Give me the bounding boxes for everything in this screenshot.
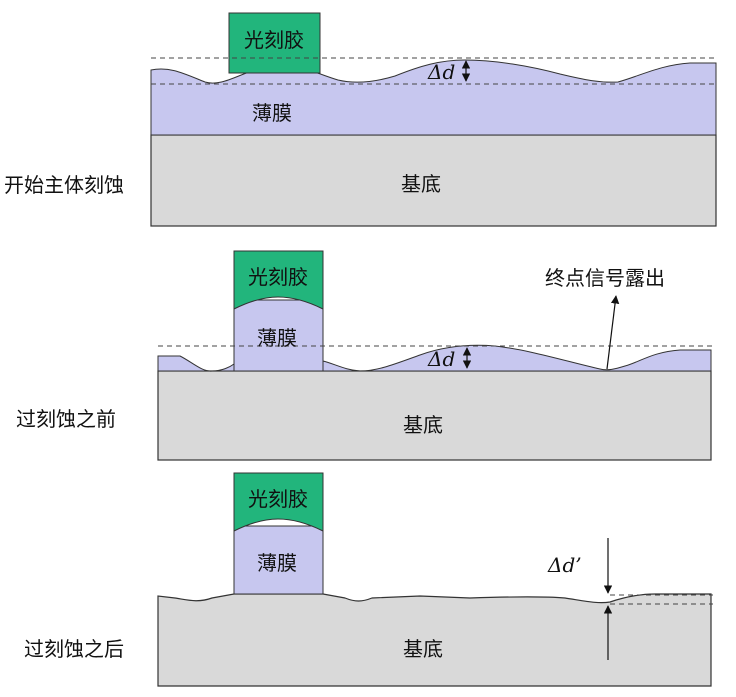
delta-d-label: Δd [427, 347, 455, 371]
panel-start-main-etch: Δd 光刻胶 薄膜 基底 开始主体刻蚀 [4, 12, 718, 227]
photoresist-label: 光刻胶 [248, 265, 308, 289]
film-label: 薄膜 [252, 101, 292, 125]
panel-before-over-etch: Δd 终点信号露出 光刻胶 薄膜 基底 过刻蚀之前 [16, 250, 713, 461]
photoresist-block [233, 472, 324, 532]
photoresist-label: 光刻胶 [248, 487, 308, 511]
substrate-label: 基底 [403, 637, 443, 661]
film-label: 薄膜 [257, 551, 297, 575]
endpoint-annotation: 终点信号露出 [545, 266, 665, 290]
panel-after-over-etch: Δd’ 光刻胶 薄膜 基底 过刻蚀之后 [24, 472, 713, 687]
film-under-resist [233, 299, 324, 372]
film-under-resist [233, 525, 324, 595]
substrate-layer [150, 134, 717, 227]
substrate-layer [157, 370, 712, 461]
photoresist-label: 光刻胶 [244, 28, 304, 52]
endpoint-pointer-arrow [606, 295, 620, 370]
stage-label: 开始主体刻蚀 [4, 173, 124, 197]
residual-film-layer [157, 344, 712, 372]
substrate-label: 基底 [401, 172, 441, 196]
substrate-label: 基底 [403, 413, 443, 437]
film-layer [150, 59, 717, 136]
film-label: 薄膜 [257, 326, 297, 350]
photoresist-block [233, 250, 324, 310]
photoresist-block [228, 12, 321, 74]
substrate-layer [157, 593, 712, 687]
stage-label: 过刻蚀之前 [16, 407, 116, 431]
delta-d-label: Δd [427, 60, 455, 84]
stage-label: 过刻蚀之后 [24, 637, 124, 661]
delta-d-prime-label: Δd’ [547, 553, 582, 577]
